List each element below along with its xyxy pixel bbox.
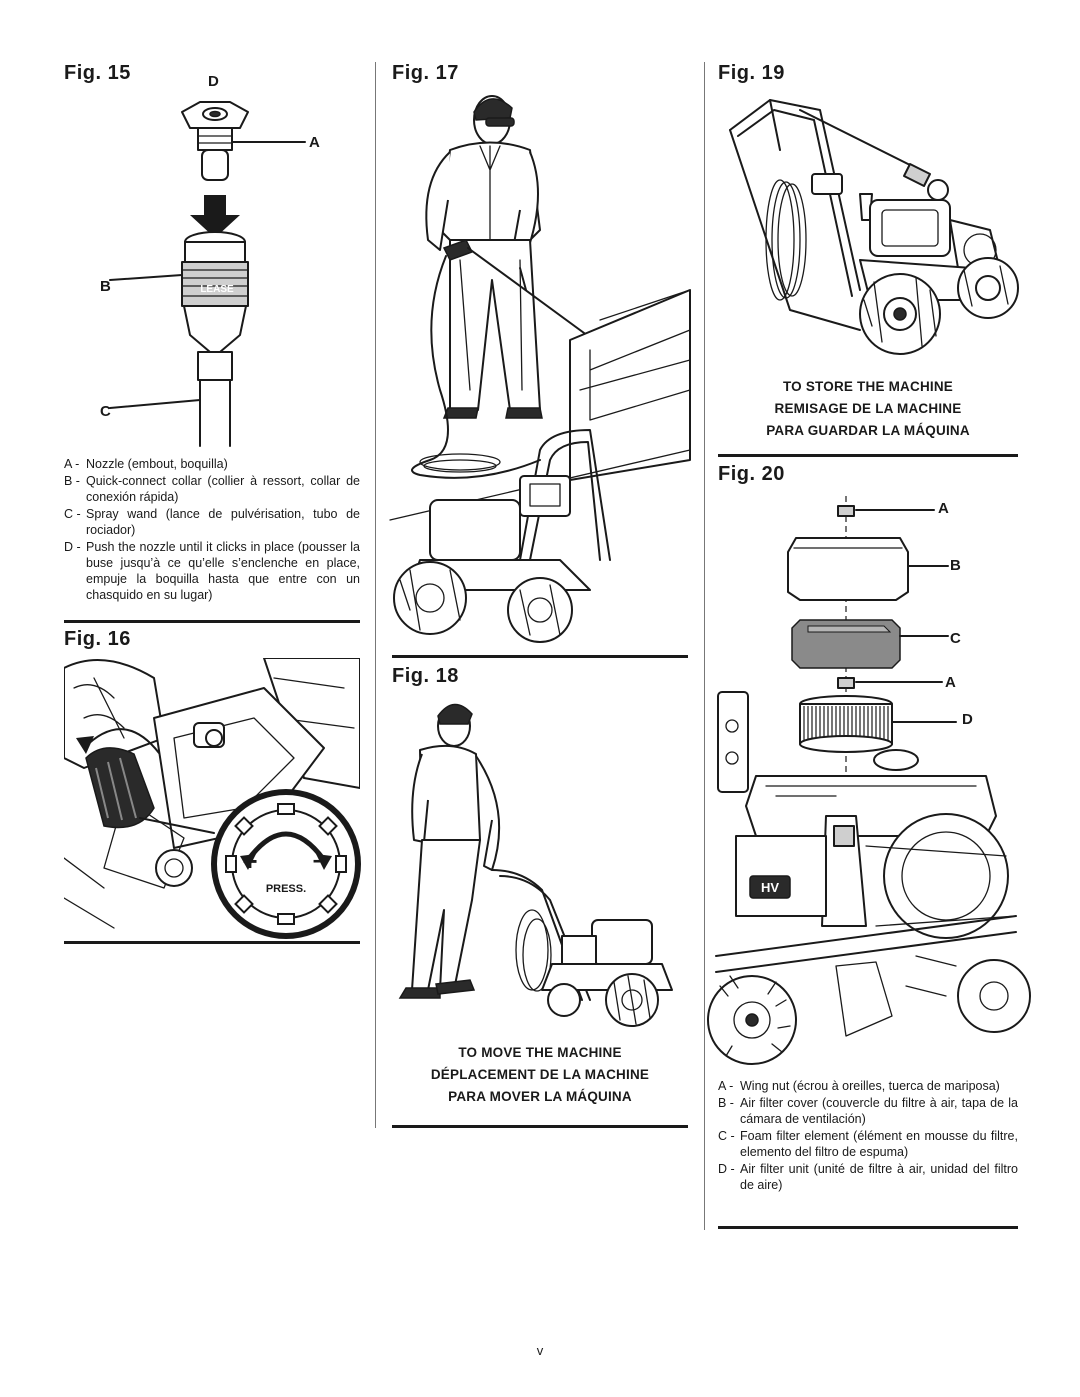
fig15-title: Fig. 15 bbox=[64, 62, 131, 84]
engine-badge: HV bbox=[761, 880, 779, 895]
fig16-title: Fig. 16 bbox=[64, 628, 131, 650]
caption-line: REMISAGE DE LA MACHINE bbox=[774, 401, 962, 416]
column-divider-left bbox=[375, 62, 376, 1128]
collar-label: LEASE bbox=[200, 284, 234, 295]
page-number: v bbox=[536, 1343, 544, 1358]
fig19-storage-illustration bbox=[729, 99, 1019, 355]
fig16-divider bbox=[64, 941, 360, 944]
fig18-divider bbox=[392, 1125, 688, 1128]
fig20-title: Fig. 20 bbox=[718, 463, 785, 485]
fig15-callout-a: A bbox=[309, 134, 320, 151]
fig19-divider bbox=[718, 454, 1018, 457]
column-divider-right bbox=[704, 62, 705, 1230]
fig20-callout-c: C bbox=[950, 630, 961, 647]
push-arrow-icon bbox=[190, 195, 240, 238]
fig15-nozzle-illustration: LEASE bbox=[109, 101, 306, 447]
caption-line: TO STORE THE MACHINE bbox=[782, 379, 953, 394]
legend-item: C -Spray wand (lance de pulvérisation, t… bbox=[64, 507, 360, 537]
minus-sign: – bbox=[313, 844, 327, 874]
caption-line: TO MOVE THE MACHINE bbox=[458, 1045, 622, 1060]
fig20-callout-b: B bbox=[950, 557, 961, 574]
fig20-air-filter-illustration: HV bbox=[707, 496, 1031, 1065]
fig20-callout-a2: A bbox=[945, 674, 956, 691]
fig15-divider bbox=[64, 620, 360, 623]
legend-item: B -Air filter cover (couvercle du filtre… bbox=[718, 1096, 1018, 1126]
legend-item: C -Foam filter element (élément en mouss… bbox=[718, 1129, 1018, 1159]
caption-line: DÉPLACEMENT DE LA MACHINE bbox=[430, 1067, 650, 1082]
legend-item: A -Wing nut (écrou à oreilles, tuerca de… bbox=[718, 1079, 1000, 1093]
fig15-callout-b: B bbox=[100, 278, 111, 295]
fig17-washing-stairs-illustration bbox=[389, 95, 691, 643]
fig16-pump-illustration: + – PRESS. bbox=[64, 658, 361, 939]
rotate-left-arrow-icon bbox=[240, 854, 256, 870]
fig20-callout-d: D bbox=[962, 711, 973, 728]
fig19-caption: TO STORE THE MACHINE REMISAGE DE LA MACH… bbox=[718, 376, 1018, 442]
legend-item: B -Quick-connect collar (collier à resso… bbox=[64, 474, 360, 504]
legend-item: D -Push the nozzle until it clicks in pl… bbox=[64, 540, 360, 602]
rotate-arrow-icon bbox=[76, 736, 94, 754]
fig18-moving-machine-illustration bbox=[398, 703, 673, 1027]
legend-item: D -Air filter unit (unité de filtre à ai… bbox=[718, 1162, 1018, 1192]
fig15-callout-d: D bbox=[208, 73, 219, 90]
fig20-callout-a1: A bbox=[938, 500, 949, 517]
fig15-callout-c: C bbox=[100, 403, 111, 420]
fig20-legend: A -Wing nut (écrou à oreilles, tuerca de… bbox=[718, 1078, 1018, 1194]
press-label: PRESS. bbox=[266, 883, 306, 895]
fig15-legend: A -Nozzle (embout, boquilla) B -Quick-co… bbox=[64, 456, 360, 604]
fig17-divider bbox=[392, 655, 688, 658]
caption-line: PARA GUARDAR LA MÁQUINA bbox=[766, 423, 970, 438]
caption-line: PARA MOVER LA MÁQUINA bbox=[448, 1089, 632, 1104]
rotate-right-arrow-icon bbox=[316, 854, 332, 870]
fig17-title: Fig. 17 bbox=[392, 62, 459, 84]
fig19-title: Fig. 19 bbox=[718, 62, 785, 84]
legend-item: A -Nozzle (embout, boquilla) bbox=[64, 457, 228, 471]
plus-sign: + bbox=[242, 846, 257, 876]
fig20-divider bbox=[718, 1226, 1018, 1229]
fig18-title: Fig. 18 bbox=[392, 665, 459, 687]
fig18-caption: TO MOVE THE MACHINE DÉPLACEMENT DE LA MA… bbox=[392, 1042, 688, 1108]
